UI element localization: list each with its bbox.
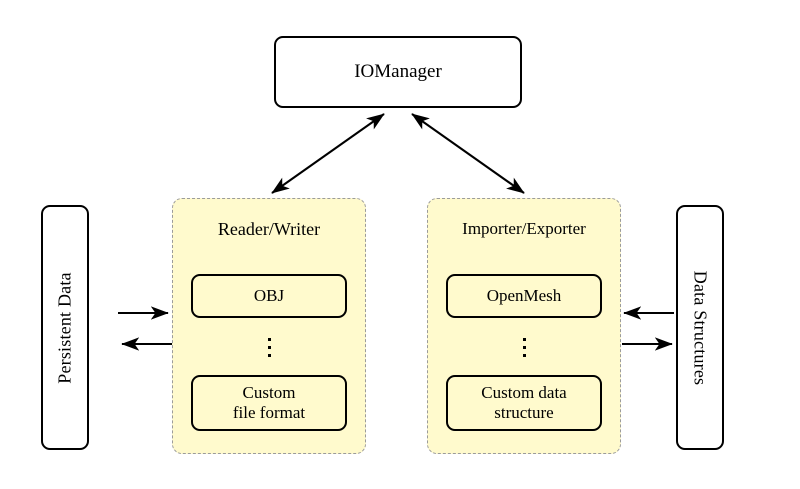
arrow-manager-importerexporter bbox=[411, 113, 525, 194]
reader-writer-item-obj-label: OBJ bbox=[253, 285, 285, 305]
importer-exporter-ellipsis-icon bbox=[428, 327, 620, 367]
reader-writer-item-custom-file-format[interactable]: Custom file format bbox=[191, 375, 347, 431]
data-structures-label: Data Structures bbox=[690, 270, 711, 385]
arrow-manager-readerwriter bbox=[271, 113, 385, 194]
panel-reader-writer[interactable]: Reader/Writer OBJ Custom file format bbox=[172, 198, 366, 454]
reader-writer-item-custom-line1: Custom bbox=[242, 382, 296, 402]
io-manager-label: IOManager bbox=[354, 60, 442, 82]
reader-writer-item-custom-line2: file format bbox=[232, 403, 306, 422]
importer-exporter-item-openmesh[interactable]: OpenMesh bbox=[446, 274, 602, 318]
reader-writer-item-obj[interactable]: OBJ bbox=[191, 274, 347, 318]
io-manager-box[interactable]: IOManager bbox=[274, 36, 522, 108]
panel-importer-exporter[interactable]: Importer/Exporter OpenMesh Custom data s… bbox=[427, 198, 621, 454]
importer-exporter-item-custom-line2: structure bbox=[494, 403, 554, 422]
importer-exporter-item-openmesh-label: OpenMesh bbox=[486, 285, 562, 305]
persistent-data-box[interactable]: Persistent Data bbox=[41, 205, 89, 450]
data-structures-box[interactable]: Data Structures bbox=[676, 205, 724, 450]
panel-importer-exporter-title: Importer/Exporter bbox=[462, 219, 586, 238]
importer-exporter-item-custom-line1: Custom data bbox=[481, 382, 567, 402]
importer-exporter-item-custom-data-structure[interactable]: Custom data structure bbox=[446, 375, 602, 431]
reader-writer-ellipsis-icon bbox=[173, 327, 365, 367]
persistent-data-label: Persistent Data bbox=[54, 271, 75, 384]
panel-reader-writer-title: Reader/Writer bbox=[217, 219, 321, 239]
